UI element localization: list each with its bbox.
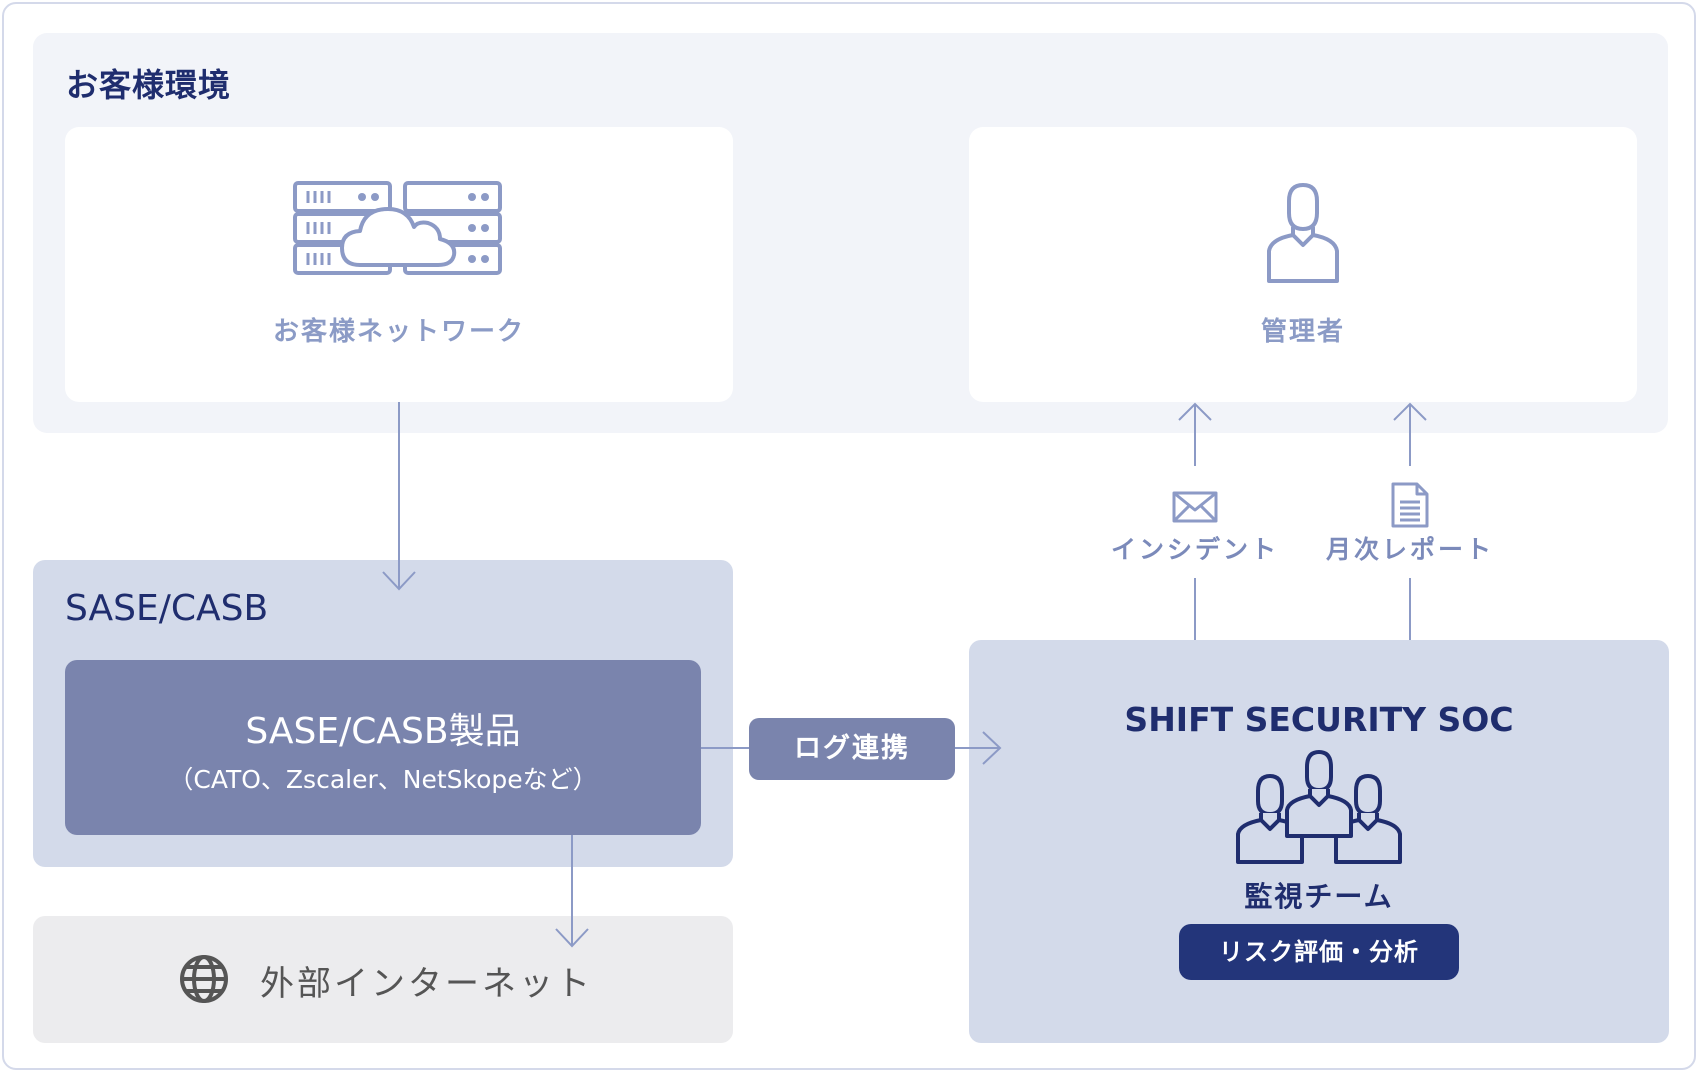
document-icon xyxy=(1391,482,1429,528)
sase-casb-title: SASE/CASB xyxy=(65,588,269,629)
soc-title: SHIFT SECURITY SOC xyxy=(1124,700,1514,739)
log-link-badge: ログ連携 xyxy=(749,718,955,780)
monitoring-team-label: 監視チーム xyxy=(1244,880,1394,913)
user-icon xyxy=(1267,183,1339,283)
product-to-internet-arrowhead xyxy=(555,928,589,948)
product-title: SASE/CASB製品 xyxy=(245,711,521,752)
external-internet-label: 外部インターネット xyxy=(260,964,593,1004)
admin-label: 管理者 xyxy=(1260,317,1345,347)
customer-network-card: お客様ネットワーク xyxy=(65,127,733,402)
mail-icon xyxy=(1172,491,1218,523)
incident-to-admin-arrowhead xyxy=(1178,402,1212,421)
log-to-soc-arrowhead xyxy=(982,731,1002,765)
team-icon xyxy=(1236,750,1402,864)
customer-network-label: お客様ネットワーク xyxy=(272,317,525,347)
admin-card: 管理者 xyxy=(969,127,1637,402)
monthly-report-label: 月次レポート xyxy=(1325,535,1494,564)
product-subtitle: （CATO、Zscaler、NetSkopeなど） xyxy=(168,765,598,794)
report-to-admin-arrowhead xyxy=(1393,402,1427,421)
incident-label: インシデント xyxy=(1110,535,1279,564)
sase-casb-product-box: SASE/CASB製品 （CATO、Zscaler、NetSkopeなど） xyxy=(65,660,701,835)
globe-icon xyxy=(180,955,228,1003)
server-cloud-icon xyxy=(293,181,502,275)
customer-environment-title: お客様環境 xyxy=(66,66,232,104)
risk-analysis-badge: リスク評価・分析 xyxy=(1179,924,1459,980)
network-to-sase-arrowhead xyxy=(382,571,416,591)
external-internet-panel xyxy=(33,916,733,1043)
